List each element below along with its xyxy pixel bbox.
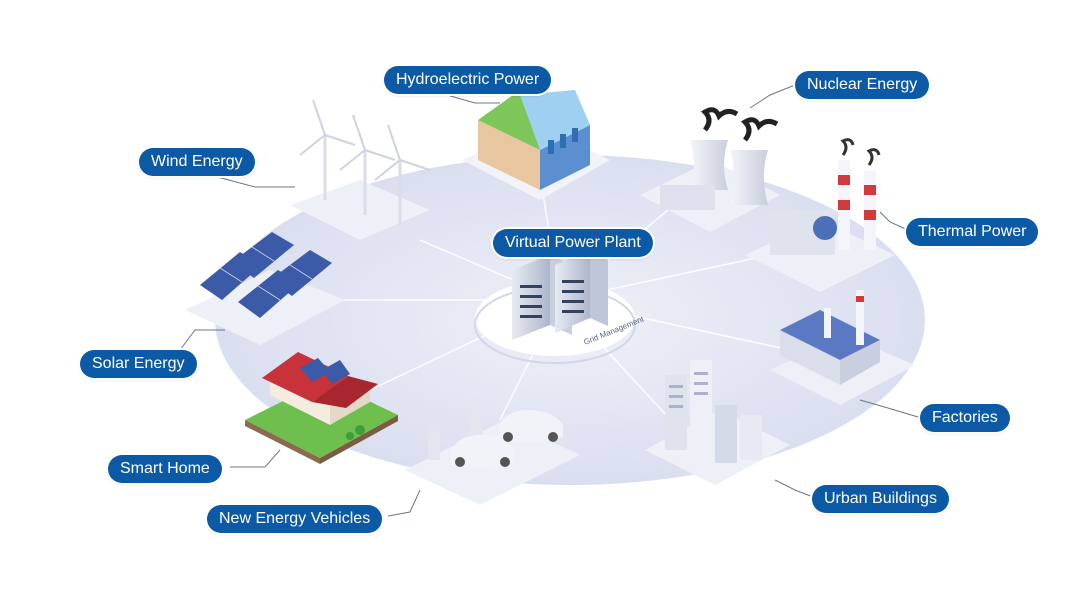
label-thermal-power: Thermal Power xyxy=(906,218,1039,246)
label-nuclear-energy: Nuclear Energy xyxy=(795,71,930,99)
electric-car-icon xyxy=(405,400,580,505)
solar-panel-icon xyxy=(185,232,345,345)
factory-icon xyxy=(770,290,915,405)
label-hydroelectric-power: Hydroelectric Power xyxy=(384,66,552,94)
label-factories: Factories xyxy=(920,404,1010,432)
label-smart-home: Smart Home xyxy=(108,455,222,483)
house-icon xyxy=(245,352,398,464)
label-solar-energy: Solar Energy xyxy=(80,350,197,378)
city-buildings-icon xyxy=(645,360,790,485)
hydro-dam-icon xyxy=(462,90,610,200)
label-wind-energy: Wind Energy xyxy=(139,148,255,176)
thermal-plant-icon xyxy=(745,138,895,292)
label-new-energy-vehicles: New Energy Vehicles xyxy=(207,505,383,533)
nuclear-plant-icon xyxy=(640,107,780,232)
label-leaders xyxy=(179,84,919,517)
label-urban-buildings: Urban Buildings xyxy=(812,485,949,513)
wind-turbine-icon xyxy=(290,99,431,240)
label-virtual-power-plant: Virtual Power Plant xyxy=(493,229,653,257)
vpp-server-icon: Grid Management xyxy=(474,250,646,364)
